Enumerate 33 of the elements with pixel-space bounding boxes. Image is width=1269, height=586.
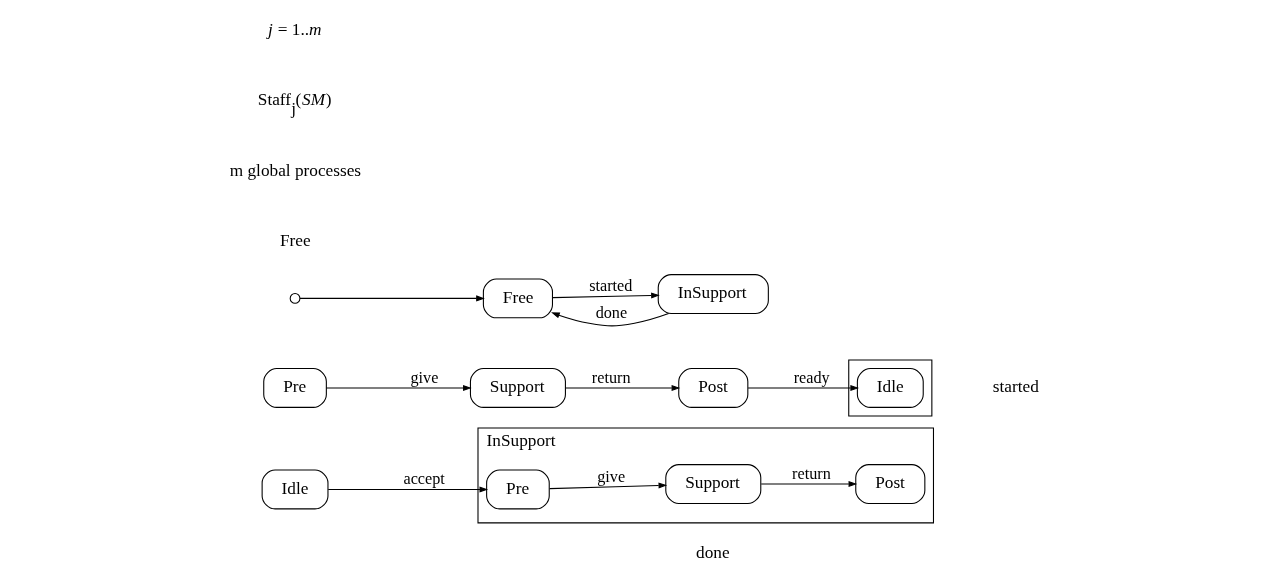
node-box: Pre	[486, 469, 550, 510]
node-label: started	[992, 377, 1039, 397]
node-box: Idle	[261, 469, 329, 510]
arrow	[551, 312, 670, 327]
node-box: InSupport	[657, 274, 769, 315]
edge-label: started	[589, 276, 633, 295]
edge-label: accept	[403, 470, 445, 489]
edge-label: done	[595, 303, 628, 322]
label: Free	[279, 231, 311, 251]
label: m global processes	[229, 161, 362, 181]
arrow	[760, 481, 858, 488]
node-box: Post	[855, 464, 926, 504]
edge-label: give	[597, 467, 626, 486]
node-box: Post	[678, 368, 749, 408]
label: j = 1..m	[268, 19, 322, 39]
arrow	[299, 295, 485, 302]
node-box: Pre	[263, 368, 327, 408]
arrow	[747, 384, 859, 391]
node-label: done	[696, 543, 730, 563]
node-box: Free	[482, 278, 553, 319]
node-box: Idle	[856, 368, 924, 408]
arrow	[552, 292, 660, 299]
edge-label: give	[410, 368, 439, 387]
arrow	[565, 384, 681, 391]
edge-label: return	[591, 368, 631, 387]
node-box: Support	[665, 464, 762, 504]
node-box: Support	[469, 368, 566, 408]
arrow	[325, 384, 472, 391]
arrow	[327, 486, 489, 493]
edge-label: ready	[793, 368, 830, 387]
edge-label: return	[792, 464, 831, 483]
node-circle	[289, 293, 301, 304]
arrow	[549, 482, 668, 490]
